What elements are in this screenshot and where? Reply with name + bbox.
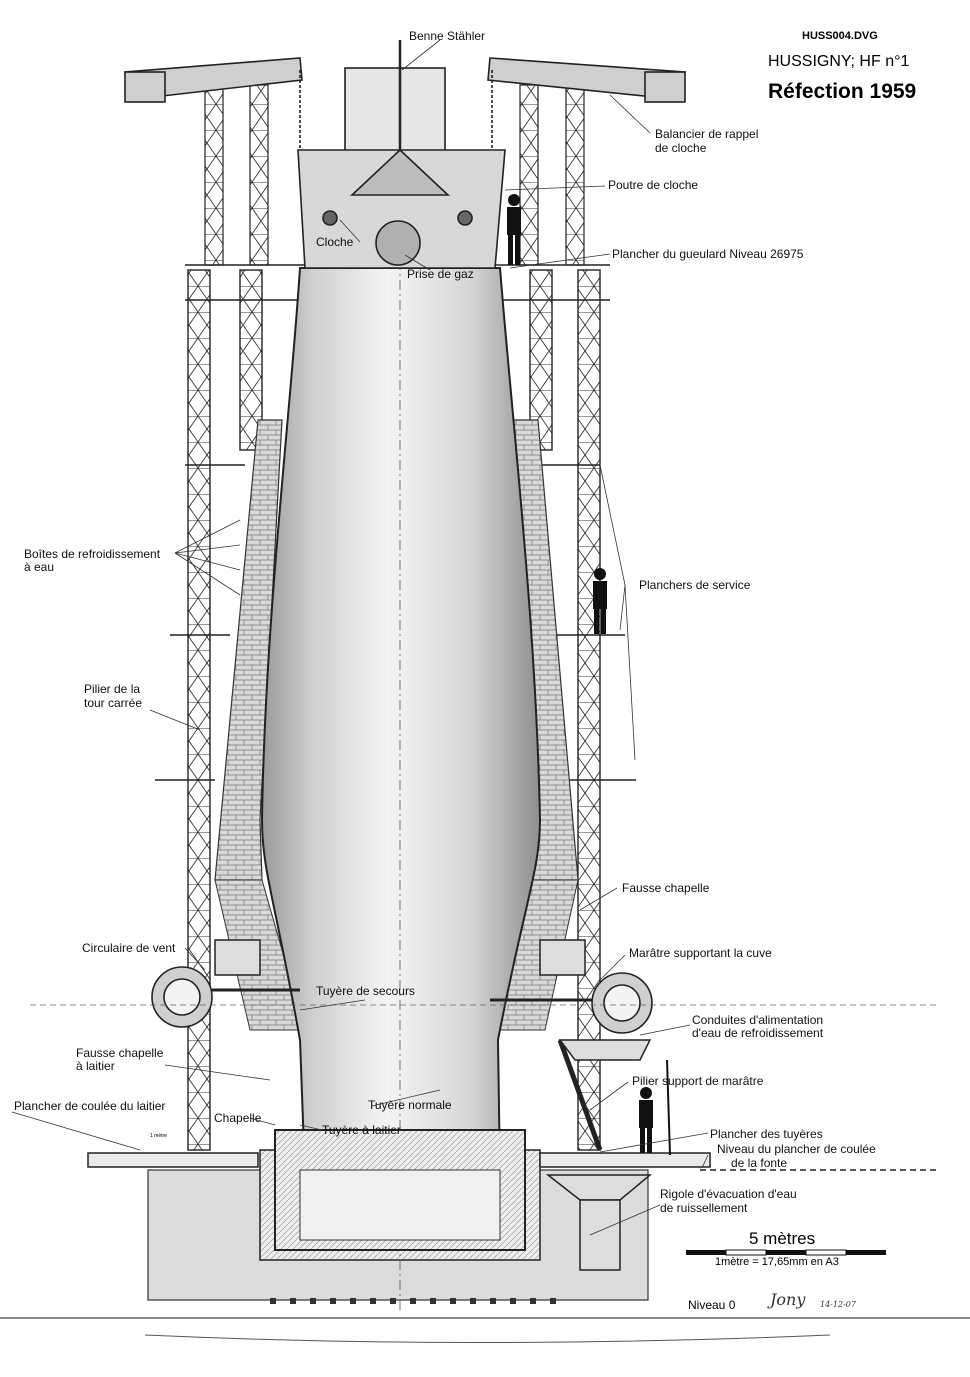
label-chapelle: Chapelle [214,1111,262,1125]
label-scale-mini: 1 mètre [150,1133,167,1139]
label-planchers-service: Planchers de service [639,578,751,592]
label-plancher-laitier: Plancher de coulée du laitier [14,1099,166,1113]
label-poutre: Poutre de cloche [608,178,699,192]
scale-bar [686,1249,886,1256]
label-tuyere-normale: Tuyère normale [368,1098,452,1112]
label-benne: Benne Stähler [409,29,486,43]
label-plancher-gueulard: Plancher du gueulard Niveau 26975 [612,247,804,261]
square-tower-left [187,84,269,1151]
label-cloche: Cloche [316,235,354,249]
label-niveau-fonte-2: de la fonte [731,1156,788,1170]
label-conduites-2: d'eau de refroidissement [692,1026,824,1040]
label-tuyere-secours: Tuyère de secours [316,984,415,998]
label-rigole-1: Rigole d'évacuation d'eau [660,1187,797,1201]
bustle-pipe [30,966,940,1034]
label-rigole-2: de ruissellement [660,1201,748,1215]
label-balancier-1: Balancier de rappel [655,127,759,141]
mantle-support [214,939,653,1271]
label-fausse-laitier-1: Fausse chapelle [76,1046,164,1060]
bell-balance-beams [124,57,686,150]
label-niveau0: Niveau 0 [688,1298,736,1312]
label-fausse-chapelle: Fausse chapelle [622,881,710,895]
worker-silhouettes [507,194,671,1156]
site-name: HUSSIGNY; HF n°1 [768,53,910,70]
label-conduites-1: Conduites d'alimentation [692,1013,824,1027]
label-pilier-maratre: Pilier support de marâtre [632,1074,764,1088]
furnace-top [297,40,506,269]
square-tower-right [519,84,601,1151]
drawing-title: Réfection 1959 [768,80,917,103]
label-maratre: Marâtre supportant la cuve [629,946,772,960]
label-boites-2: à eau [24,560,55,574]
label-circulaire: Circulaire de vent [82,941,176,955]
label-boites-1: Boîtes de refroidissement [24,547,161,561]
hearth [274,1129,526,1251]
label-pilier-tour-1: Pilier de la [84,682,141,696]
label-prise-gaz: Prise de gaz [407,267,474,281]
leader-lines [11,39,709,1236]
signature-date: 14-12-07 [820,1300,856,1309]
scale-title: 5 mètres [749,1229,816,1248]
scale-note: 1mètre = 17,65mm en A3 [715,1256,839,1268]
casting-floors [87,1152,940,1171]
signature: Jony [770,1290,806,1309]
label-plancher-tuyeres: Plancher des tuyères [710,1127,823,1141]
furnace-shaft [260,80,542,1310]
label-niveau-fonte-1: Niveau du plancher de coulée [717,1142,876,1156]
label-pilier-tour-2: tour carrée [84,696,143,710]
label-fausse-laitier-2: à laitier [76,1059,115,1073]
file-name: HUSS004.DVG [802,30,878,42]
label-tuyere-laitier: Tuyère à laitier [322,1123,401,1137]
label-balancier-2: de cloche [655,141,707,155]
